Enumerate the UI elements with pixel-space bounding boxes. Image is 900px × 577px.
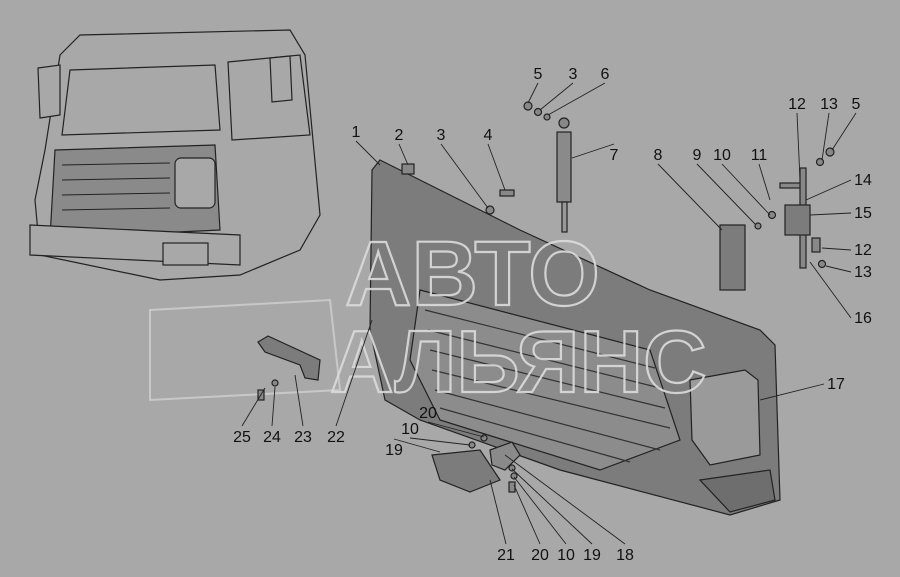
callout-label-3: 3 <box>569 66 578 83</box>
leader-line-20 <box>427 421 485 438</box>
leader-line-12 <box>821 247 852 251</box>
callout-label-19: 19 <box>385 442 403 459</box>
callout-label-12: 12 <box>854 242 872 259</box>
watermark: АВТО АЛЬЯНС <box>329 222 708 412</box>
callout-label-6: 6 <box>601 66 610 83</box>
callout-label-20: 20 <box>419 405 437 422</box>
leader-line-10 <box>721 163 771 216</box>
callout-label-9: 9 <box>693 147 702 164</box>
leader-line-3 <box>440 143 489 209</box>
callout-label-10: 10 <box>401 421 419 438</box>
leader-line-7 <box>571 143 615 159</box>
leader-line-18 <box>504 454 626 545</box>
callout-label-3: 3 <box>437 127 446 144</box>
callout-label-15: 15 <box>854 205 872 222</box>
callout-label-13: 13 <box>854 264 872 281</box>
callout-label-10: 10 <box>713 147 731 164</box>
callout-label-2: 2 <box>395 127 404 144</box>
leader-line-13 <box>821 112 830 161</box>
leader-line-10 <box>513 476 567 545</box>
callout-label-21: 21 <box>497 547 515 564</box>
leader-line-11 <box>758 163 771 201</box>
callout-label-17: 17 <box>827 376 845 393</box>
leader-line-14 <box>805 179 852 201</box>
leader-line-5 <box>527 82 539 104</box>
leader-line-1 <box>355 140 381 166</box>
grille-panel-part-1 <box>369 159 781 516</box>
leader-line-6 <box>547 82 606 116</box>
leader-line-20 <box>513 484 541 545</box>
leader-line-19 <box>511 468 593 545</box>
callout-label-19: 19 <box>583 547 601 564</box>
handle-part-23 <box>257 335 321 381</box>
callout-label-10: 10 <box>557 547 575 564</box>
callout-label-16: 16 <box>854 310 872 327</box>
watermark-line1: АВТО <box>345 223 600 325</box>
leader-line-10 <box>409 437 471 446</box>
leader-line-16 <box>809 261 852 319</box>
watermark-line2: АЛЬЯНС <box>330 312 707 411</box>
callout-label-23: 23 <box>294 429 312 446</box>
callout-label-25: 25 <box>233 429 251 446</box>
callout-label-1: 1 <box>352 124 361 141</box>
truck-cab <box>29 29 342 402</box>
leader-line-21 <box>489 479 507 545</box>
leader-line-19 <box>393 438 441 453</box>
callout-label-5: 5 <box>852 96 861 113</box>
callout-label-18: 18 <box>616 547 634 564</box>
leader-line-9 <box>696 163 757 226</box>
leader-line-5 <box>831 112 857 151</box>
leader-line-23 <box>294 374 304 427</box>
leader-line-3 <box>539 82 574 111</box>
callout-label-8: 8 <box>654 147 663 164</box>
leader-line-15 <box>809 212 852 216</box>
callout-label-24: 24 <box>263 429 281 446</box>
callout-label-22: 22 <box>327 429 345 446</box>
gas-strut-part-7 <box>556 117 572 233</box>
callout-label-11: 11 <box>751 147 768 164</box>
leader-line-4 <box>487 143 506 191</box>
leader-line-2 <box>398 143 409 166</box>
leader-line-13 <box>825 265 852 273</box>
leader-line-17 <box>759 383 825 401</box>
leader-line-24 <box>271 386 276 427</box>
callout-label-5: 5 <box>534 66 543 83</box>
leader-line-25 <box>241 387 266 427</box>
callout-label-12: 12 <box>788 96 806 113</box>
leader-line-8 <box>657 163 723 231</box>
leader-line-12 <box>796 112 801 181</box>
callout-label-13: 13 <box>820 96 838 113</box>
leader-line-22 <box>335 319 373 427</box>
callout-label-14: 14 <box>854 172 872 189</box>
callout-label-4: 4 <box>484 127 493 144</box>
callout-label-7: 7 <box>610 147 619 164</box>
callout-label-20: 20 <box>531 547 549 564</box>
